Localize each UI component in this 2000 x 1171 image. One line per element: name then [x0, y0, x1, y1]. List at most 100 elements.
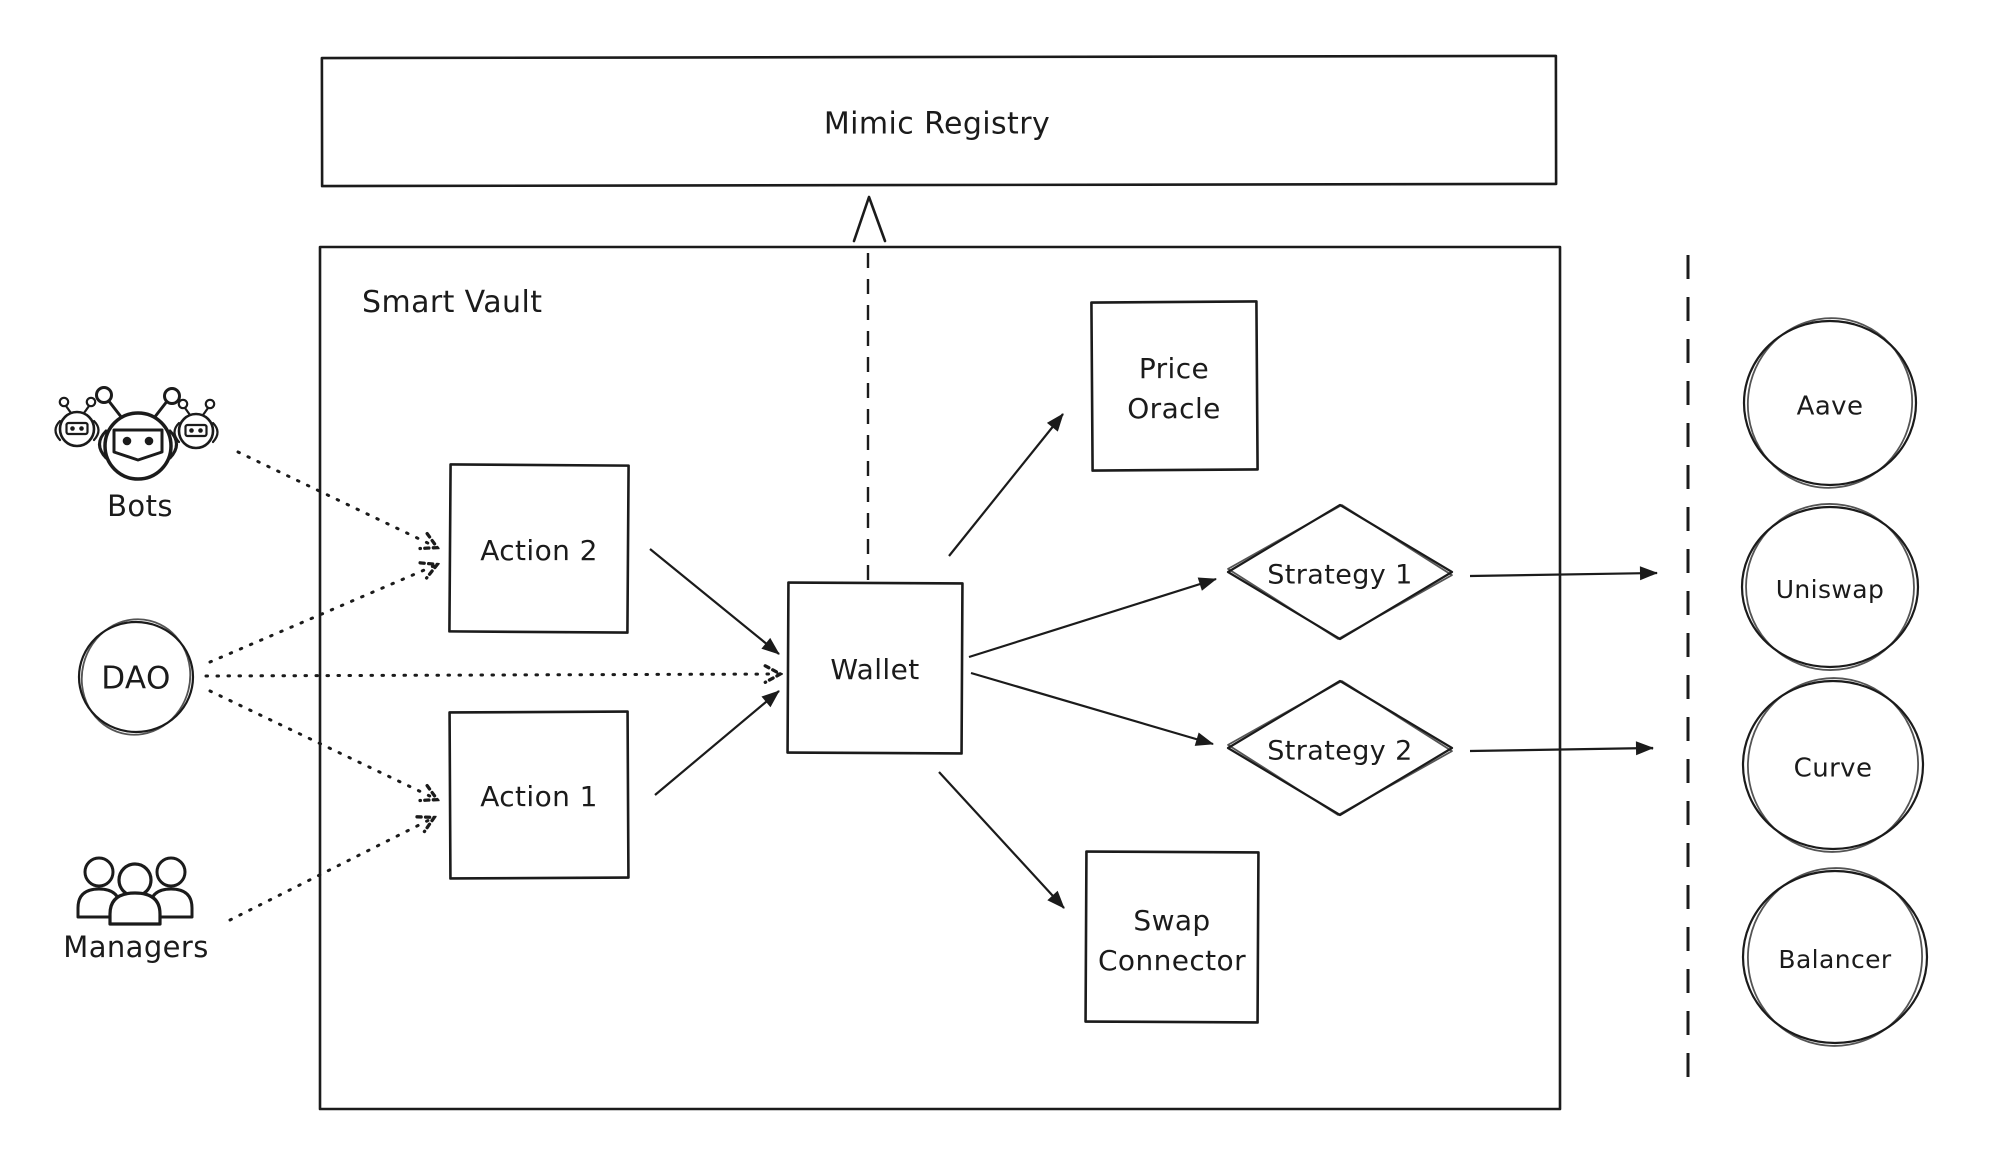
- action2-label: Action 2: [480, 534, 598, 567]
- swap-connector-label-line1: Swap: [1133, 904, 1210, 937]
- robot-antenna: [183, 406, 192, 417]
- swap-connector-label-line2: Connector: [1098, 944, 1246, 977]
- robot-eye: [198, 428, 203, 433]
- edge-bots-to-action2: [236, 450, 436, 547]
- wallet-box: [786, 581, 964, 755]
- bots-icon: [54, 386, 219, 481]
- edge-dao-to-action1: [208, 689, 436, 799]
- uniswap-circle: [1740, 505, 1920, 669]
- protocol-balancer: Balancer: [1741, 867, 1929, 1047]
- node-price-oracle: Price Oracle: [1090, 300, 1259, 472]
- robot-ear: [211, 421, 219, 444]
- edge-action1-to-wallet: [654, 690, 780, 796]
- strategy1-label: Strategy 1: [1267, 560, 1412, 591]
- edge-strategy2-to-protocols: [1469, 741, 1654, 756]
- action2-box: [448, 463, 630, 634]
- edge-action2-to-wallet: [649, 548, 780, 655]
- robot-ear: [98, 429, 108, 460]
- strategy1-diamond-sketch: [1227, 504, 1453, 640]
- node-action-2: Action 2: [448, 463, 630, 634]
- mimic-registry-box: [320, 54, 1558, 188]
- edge-wallet-to-swap-connector: [938, 771, 1065, 909]
- robot-antenna-tip: [58, 396, 70, 408]
- smart-vault-container: Smart Vault: [318, 245, 1562, 1111]
- curve-circle: [1741, 679, 1925, 851]
- node-wallet: Wallet: [786, 581, 964, 755]
- price-oracle-label-line2: Oracle: [1127, 392, 1221, 425]
- robot-visor: [184, 423, 208, 438]
- robot-eye: [144, 436, 154, 446]
- swap-connector-box: [1084, 850, 1260, 1024]
- person-body: [108, 891, 162, 926]
- actor-managers: Managers: [63, 856, 208, 964]
- strategy2-label: Strategy 2: [1267, 736, 1412, 767]
- wallet-label: Wallet: [830, 653, 919, 686]
- protocol-uniswap: Uniswap: [1740, 503, 1920, 671]
- node-action-1: Action 1: [448, 710, 630, 880]
- curve-circle-sketch: [1747, 677, 1919, 853]
- robot-antenna: [152, 398, 170, 420]
- aave-circle: [1742, 319, 1918, 487]
- robot-antenna-tip: [204, 398, 216, 410]
- edge-wallet-to-strategy2: [970, 671, 1214, 746]
- action1-box: [448, 710, 630, 880]
- dao-label: DAO: [101, 661, 171, 697]
- strategy2-diamond-sketch: [1227, 680, 1453, 816]
- robot-visor: [112, 428, 164, 462]
- managers-icon: [76, 856, 194, 926]
- registry-arrowhead-icon: [852, 195, 887, 243]
- protocol-aave: Aave: [1742, 317, 1918, 489]
- robot-antenna: [201, 406, 210, 417]
- person-head: [117, 862, 153, 898]
- robot-antenna-tip: [95, 386, 113, 404]
- node-strategy-1: Strategy 1: [1226, 503, 1454, 641]
- robot-antenna-tip: [85, 396, 97, 408]
- actor-dao: DAO: [77, 618, 195, 736]
- edge-strategy1-to-protocols: [1469, 566, 1658, 581]
- aave-label: Aave: [1797, 392, 1864, 422]
- robot-ear: [173, 421, 181, 444]
- uniswap-label: Uniswap: [1776, 575, 1885, 604]
- actor-bots: Bots: [54, 386, 219, 523]
- robot-antenna: [64, 404, 73, 415]
- curve-label: Curve: [1794, 754, 1873, 784]
- person-head: [155, 856, 187, 888]
- price-oracle-box: [1090, 300, 1259, 472]
- robot-ear: [92, 419, 100, 442]
- mimic-registry-node: Mimic Registry: [320, 54, 1558, 188]
- balancer-circle: [1741, 869, 1929, 1045]
- aave-circle-sketch: [1746, 317, 1914, 489]
- uniswap-circle-sketch: [1745, 503, 1915, 671]
- robot-ear: [168, 429, 178, 460]
- robot-antenna: [106, 398, 124, 420]
- bots-label: Bots: [107, 489, 173, 523]
- robot-eye: [70, 426, 75, 431]
- node-swap-connector: Swap Connector: [1084, 850, 1260, 1024]
- robot-antenna: [82, 404, 91, 415]
- dao-circle-sketch: [80, 618, 192, 736]
- smart-vault-label: Smart Vault: [362, 285, 542, 320]
- action1-label: Action 1: [480, 780, 598, 813]
- protocol-curve: Curve: [1741, 677, 1925, 853]
- balancer-label: Balancer: [1778, 945, 1892, 974]
- edge-wallet-to-strategy1: [968, 577, 1217, 659]
- price-oracle-label-line1: Price: [1139, 352, 1209, 385]
- mimic-registry-label: Mimic Registry: [824, 107, 1050, 142]
- robot-visor: [65, 421, 89, 436]
- robot-antenna-tip: [163, 387, 181, 405]
- edge-wallet-to-price-oracle: [948, 413, 1064, 557]
- edge-dao-to-action2: [208, 565, 436, 664]
- edge-managers-to-action1: [228, 818, 433, 922]
- robot-eye: [189, 428, 194, 433]
- person-head: [83, 856, 115, 888]
- node-strategy-2: Strategy 2: [1226, 679, 1454, 817]
- robot-ear: [54, 419, 62, 442]
- balancer-circle-sketch: [1747, 867, 1923, 1047]
- managers-label: Managers: [63, 930, 208, 964]
- smart-vault-box: [318, 245, 1562, 1111]
- edges-layer: [204, 195, 1658, 922]
- robot-antenna-tip: [177, 398, 189, 410]
- edge-dao-to-wallet: [204, 674, 779, 676]
